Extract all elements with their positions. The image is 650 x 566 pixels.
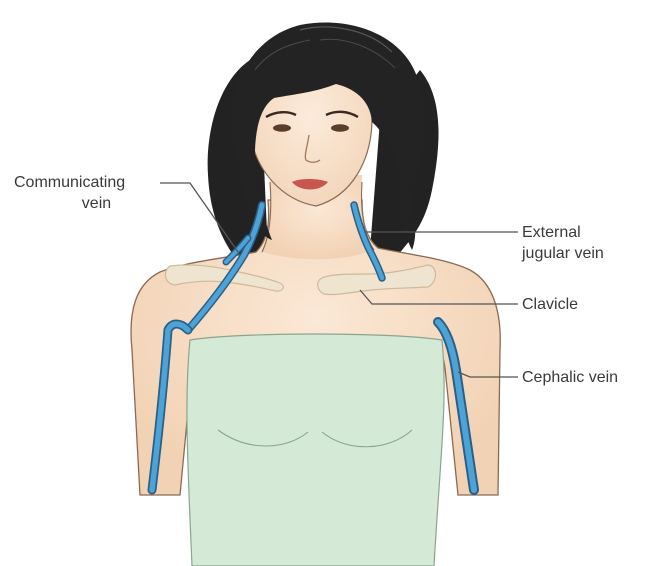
garment — [187, 334, 444, 566]
label-external-jugular-vein-line2: jugular vein — [522, 243, 604, 264]
right-eye — [331, 124, 349, 132]
left-eye — [273, 124, 291, 132]
label-cephalic-vein-text: Cephalic vein — [522, 367, 618, 388]
label-communicating-vein-line1: Communicating — [14, 172, 125, 193]
label-clavicle-text: Clavicle — [522, 294, 578, 315]
label-clavicle: Clavicle — [522, 294, 578, 315]
label-external-jugular-vein: External jugular vein — [522, 222, 604, 264]
label-external-jugular-vein-line1: External — [522, 222, 604, 243]
label-cephalic-vein: Cephalic vein — [522, 367, 618, 388]
label-communicating-vein: Communicating vein — [14, 172, 125, 214]
label-communicating-vein-line2: vein — [14, 193, 125, 214]
